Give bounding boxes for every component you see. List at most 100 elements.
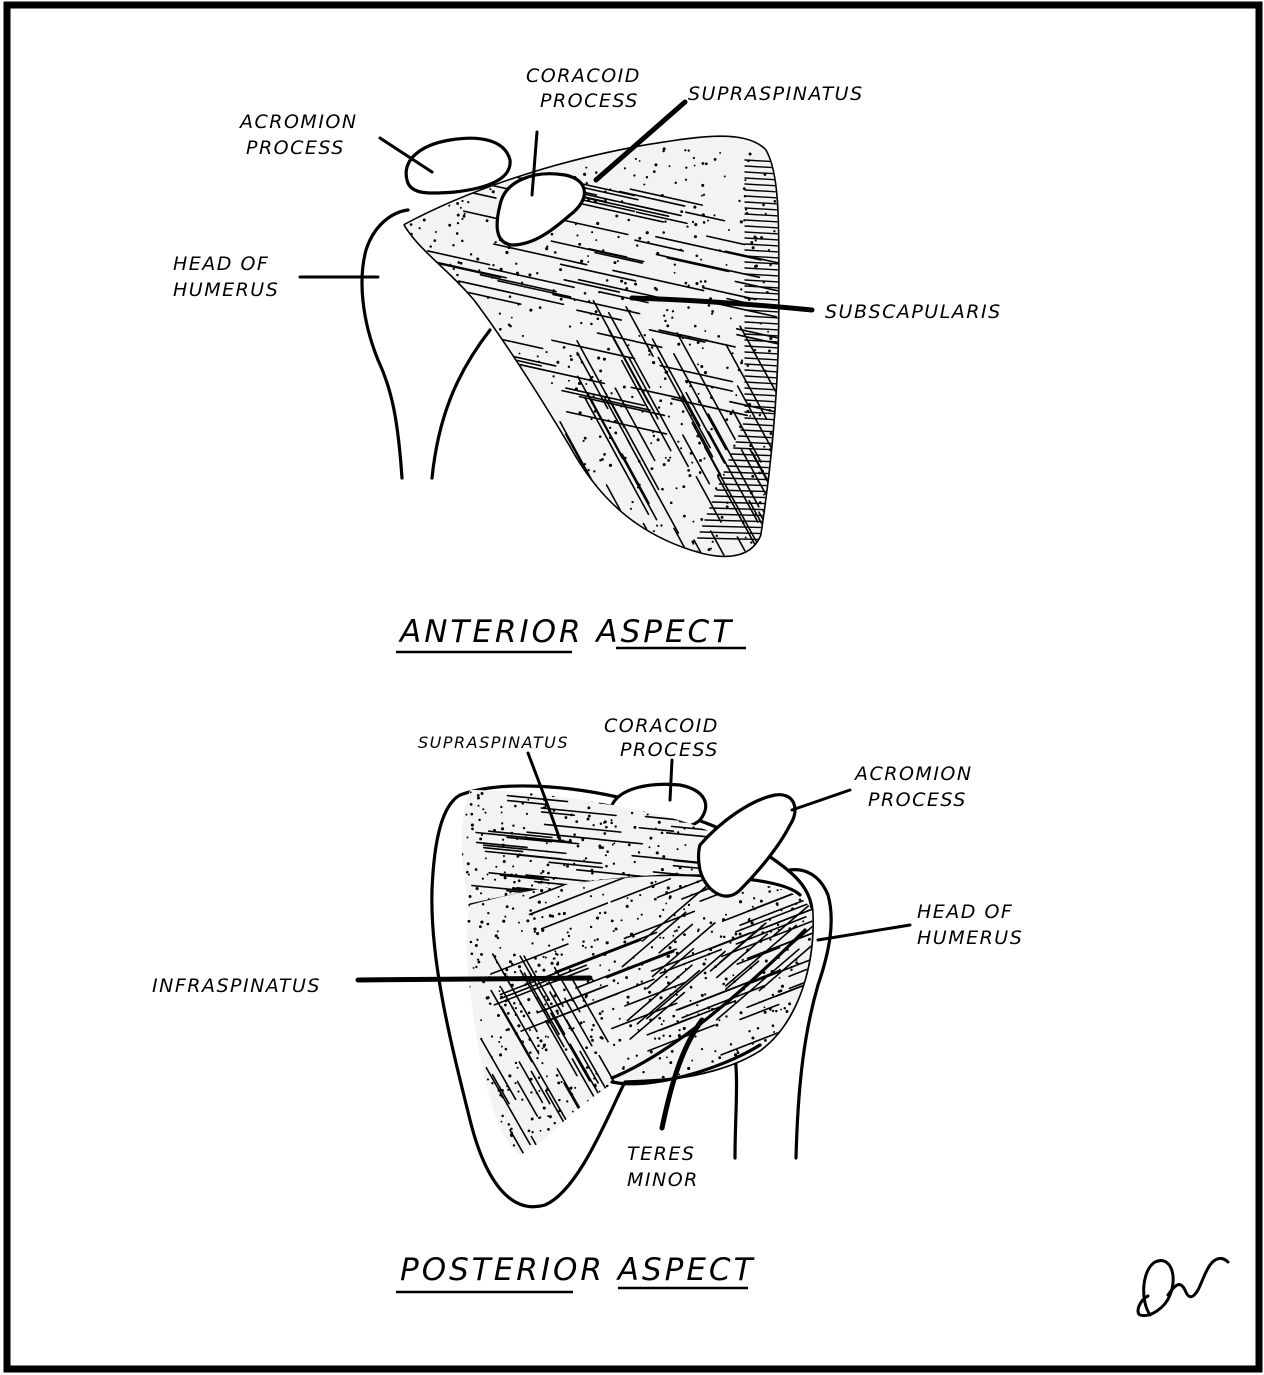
muscle-stipple [574, 146, 576, 148]
muscle-stipple [424, 274, 426, 276]
muscle-stipple [487, 912, 489, 914]
muscle-stipple [422, 404, 424, 406]
muscle-stipple [470, 941, 473, 944]
muscle-stipple [421, 369, 423, 371]
muscle-stipple [587, 469, 589, 471]
muscle-stipple [676, 994, 678, 996]
muscle-stipple [751, 1037, 754, 1040]
muscle-stipple [466, 537, 469, 540]
muscle-stipple [765, 534, 767, 536]
muscle-stipple [415, 459, 417, 461]
muscle-stipple [536, 272, 538, 274]
muscle-stipple [697, 341, 700, 344]
muscle-stipple [640, 1103, 642, 1105]
muscle-stipple [599, 459, 601, 461]
muscle-stipple [534, 957, 537, 960]
muscle-stipple [702, 162, 705, 165]
muscle-stipple [724, 800, 727, 803]
muscle-stipple [517, 1067, 519, 1069]
muscle-stipple [750, 1126, 752, 1128]
muscle-stipple [699, 471, 702, 474]
muscle-stipple [707, 1006, 710, 1009]
muscle-stipple [726, 264, 728, 266]
muscle-stipple [779, 989, 782, 992]
muscle-stipple [467, 862, 470, 865]
muscle-stipple [523, 1015, 526, 1018]
muscle-stipple [579, 411, 582, 414]
muscle-stipple [620, 405, 622, 407]
muscle-stipple [509, 891, 511, 893]
artist-signature [1138, 1258, 1228, 1315]
muscle-stipple [415, 465, 417, 467]
muscle-stipple [531, 942, 533, 944]
muscle-stipple [492, 190, 495, 193]
muscle-stipple [534, 443, 537, 446]
muscle-stipple [604, 1143, 607, 1146]
muscle-stipple [753, 907, 756, 910]
muscle-stipple [540, 872, 542, 874]
muscle-stipple [613, 863, 615, 865]
muscle-stipple [702, 347, 704, 349]
muscle-stipple [585, 383, 587, 385]
muscle-stipple [547, 864, 550, 867]
muscle-stipple [558, 1109, 561, 1112]
muscle-stipple [665, 903, 667, 905]
muscle-stipple [764, 1011, 767, 1014]
muscle-stipple [521, 282, 523, 284]
muscle-stipple [714, 796, 717, 799]
muscle-stipple [416, 208, 418, 210]
muscle-stipple [688, 149, 690, 151]
muscle-stipple [698, 400, 701, 403]
muscle-stipple [475, 944, 478, 947]
muscle-stipple [678, 926, 680, 928]
muscle-stipple [419, 290, 422, 293]
muscle-stipple [604, 200, 607, 203]
muscle-stipple [767, 1145, 770, 1148]
muscle-stipple [587, 261, 589, 263]
muscle-stipple [592, 496, 595, 499]
muscle-stipple [725, 978, 728, 981]
muscle-stipple [581, 361, 584, 364]
muscle-stipple [491, 371, 494, 374]
muscle-stipple [503, 860, 506, 863]
muscle-stipple [689, 1127, 692, 1130]
muscle-stipple [689, 385, 691, 387]
muscle-stipple [553, 994, 556, 997]
muscle-stipple [761, 925, 763, 927]
muscle-stipple [484, 433, 486, 435]
muscle-stipple [646, 231, 649, 234]
muscle-stipple [751, 922, 754, 925]
leader-post-coracoid [670, 760, 672, 800]
muscle-stipple [665, 891, 668, 894]
muscle-stipple [672, 1096, 675, 1099]
muscle-stipple [429, 345, 431, 347]
muscle-stipple [501, 1089, 504, 1092]
muscle-stipple [413, 380, 416, 383]
muscle-stipple [658, 406, 660, 408]
muscle-stipple [513, 881, 516, 884]
muscle-stipple [697, 1013, 699, 1015]
muscle-stipple [511, 984, 514, 987]
muscle-stipple [774, 200, 777, 203]
muscle-stipple [749, 153, 752, 156]
muscle-stipple [457, 478, 460, 481]
muscle-stipple [410, 313, 412, 315]
muscle-stipple [591, 402, 593, 404]
muscle-stipple [546, 1088, 549, 1091]
muscle-stipple [791, 907, 794, 910]
muscle-stipple [522, 895, 524, 897]
muscle-stipple [686, 1014, 688, 1016]
muscle-stipple [412, 401, 414, 403]
muscle-stipple [720, 935, 722, 937]
muscle-stipple [477, 961, 480, 964]
muscle-stipple [513, 1002, 515, 1004]
muscle-stipple [600, 984, 602, 986]
muscle-stipple [600, 1017, 603, 1020]
muscle-stipple [536, 1057, 538, 1059]
muscle-stipple [722, 918, 725, 921]
muscle-stipple [600, 380, 602, 382]
muscle-stipple [667, 982, 670, 985]
muscle-stipple [526, 431, 529, 434]
muscle-stipple [600, 823, 602, 825]
muscle-stipple [563, 1033, 565, 1035]
